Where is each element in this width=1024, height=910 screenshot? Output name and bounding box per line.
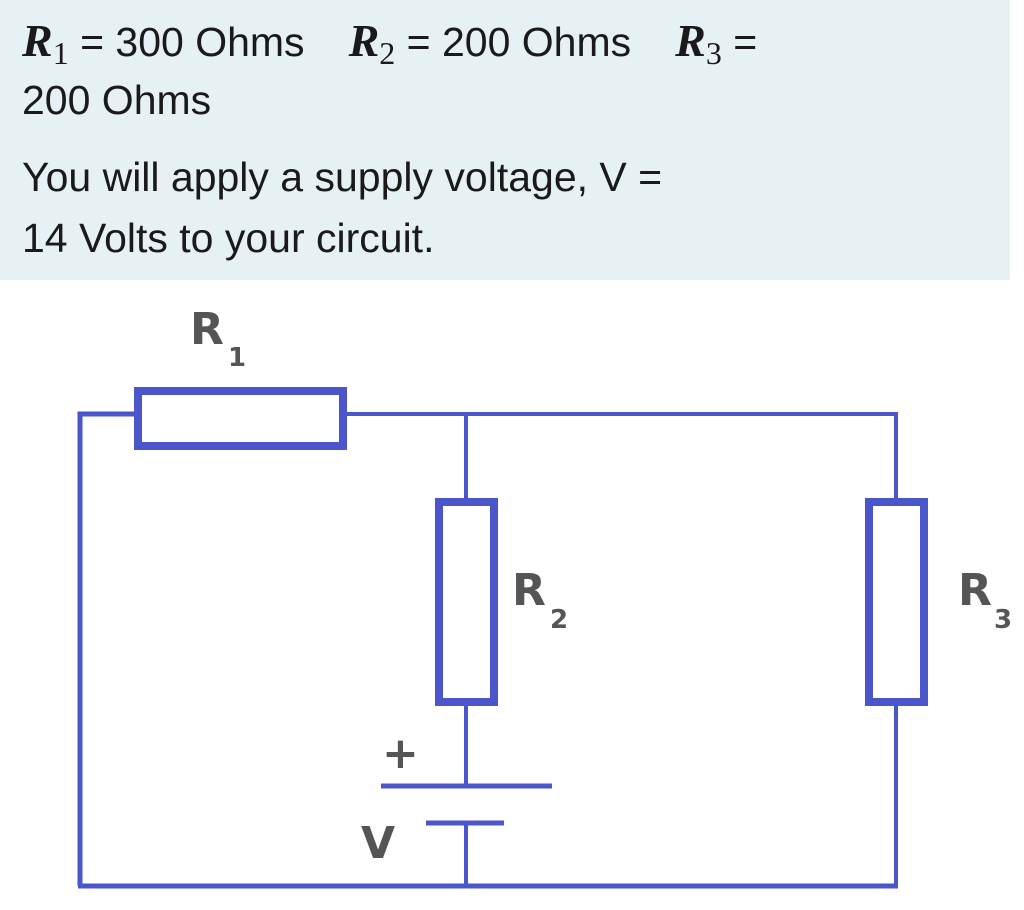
supply-voltage-value-line: 14 Volts to your circuit. (22, 215, 435, 261)
battery-plus-sign: + (382, 728, 419, 779)
r1-symbol: R (22, 15, 53, 66)
r1-label-subscript: 1 (228, 343, 246, 373)
r3-value-line: 200 Ohms (22, 77, 212, 123)
r2-value: = 200 Ohms (395, 19, 632, 65)
r1-resistor (134, 387, 347, 450)
r1-subscript: 1 (52, 35, 69, 71)
voltage-label: V (361, 818, 395, 869)
r2-symbol: R (348, 15, 380, 66)
r3-equals: = (721, 19, 758, 65)
circuit-diagram-area: R 1 R 2 R 3 + V (18, 280, 1010, 910)
supply-voltage-line: You will apply a supply voltage, V = (22, 154, 663, 200)
r1-value: = 300 Ohms (68, 19, 305, 65)
r2-resistor (435, 498, 498, 706)
r2-label: R (512, 565, 546, 616)
r3-label-subscript: 3 (994, 605, 1010, 635)
left-wire (77, 411, 138, 886)
r1-label: R (190, 304, 224, 355)
r2-label-subscript: 2 (550, 605, 568, 635)
circuit-diagram: R 1 R 2 R 3 + V (77, 304, 1010, 889)
r3-label: R (958, 565, 992, 616)
r3-symbol: R (675, 15, 706, 66)
r2-subscript: 2 (379, 35, 396, 71)
top-wire (343, 412, 898, 502)
r3-resistor (865, 498, 928, 706)
r3-subscript: 3 (705, 35, 722, 71)
